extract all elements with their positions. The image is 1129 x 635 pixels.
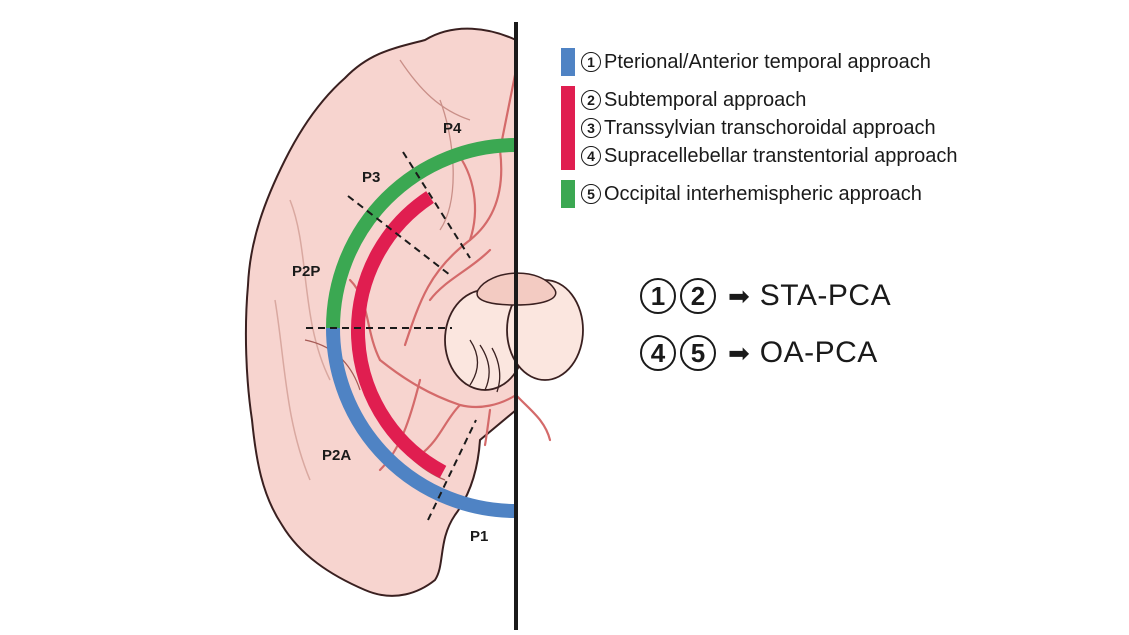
legend-number: 1 [581,52,601,72]
legend-item: 2 Subtemporal approach [581,86,958,114]
legend-color-bar-red [561,86,575,170]
legend-group-green: 5 Occipital interhemispheric approach [561,180,1081,208]
bypass-label: OA-PCA [759,336,878,369]
arc-red-approaches-2-3-4 [350,191,447,479]
cerebral-peduncle-lines [469,339,501,393]
legend-number: 5 [581,184,601,204]
legend-text: Supracellebellar transtentorial approach [604,144,958,167]
legend-color-bar-blue [561,48,575,76]
legend-number: 2 [581,90,601,110]
segment-dividers [306,151,477,521]
gyrus-line [274,299,311,481]
legend-text: Occipital interhemispheric approach [604,182,922,205]
bypass-number: 4 [640,335,676,371]
legend-group-blue: 1 Pterional/Anterior temporal approach [561,48,1081,76]
legend-number: 4 [581,146,601,166]
legend-item: 5 Occipital interhemispheric approach [581,180,922,208]
brain-hemisphere [244,27,517,597]
right-arrow-icon: ➡ [728,337,750,368]
segment-label-p3: P3 [362,169,380,186]
legend-number: 3 [581,118,601,138]
segment-label-p1: P1 [470,528,488,545]
segment-label-p4: P4 [443,120,462,137]
right-arrow-icon: ➡ [728,280,750,311]
bypass-label: STA-PCA [759,279,892,312]
bypass-number: 5 [680,335,716,371]
legend-item: 1 Pterional/Anterior temporal approach [581,48,931,76]
gyrus-line [439,99,454,231]
legend-text: Pterional/Anterior temporal approach [604,50,931,73]
arc-green-approach-5 [326,138,517,329]
legend-item: 3 Transsylvian transchoroidal approach [581,114,958,142]
gyrus-line [399,59,471,121]
legend-group-red: 2 Subtemporal approach 3 Transsylvian tr… [561,86,1081,170]
approach-legend: 1 Pterional/Anterior temporal approach 2… [561,48,1081,218]
bypass-number: 2 [680,278,716,314]
bypass-row-sta-pca: 1 2 ➡ STA-PCA [640,278,1060,314]
arc-blue-approach-1 [326,327,517,518]
bypass-row-oa-pca: 4 5 ➡ OA-PCA [640,335,1060,371]
segment-label-p2p: P2P [292,263,320,280]
legend-text: Subtemporal approach [604,88,807,111]
bypass-number: 1 [640,278,676,314]
legend-text: Transsylvian transchoroidal approach [604,116,936,139]
gyrus-line [289,199,331,381]
legend-color-bar-green [561,180,575,208]
legend-item: 4 Supracellebellar transtentorial approa… [581,142,958,170]
segment-label-p2a: P2A [322,447,351,464]
